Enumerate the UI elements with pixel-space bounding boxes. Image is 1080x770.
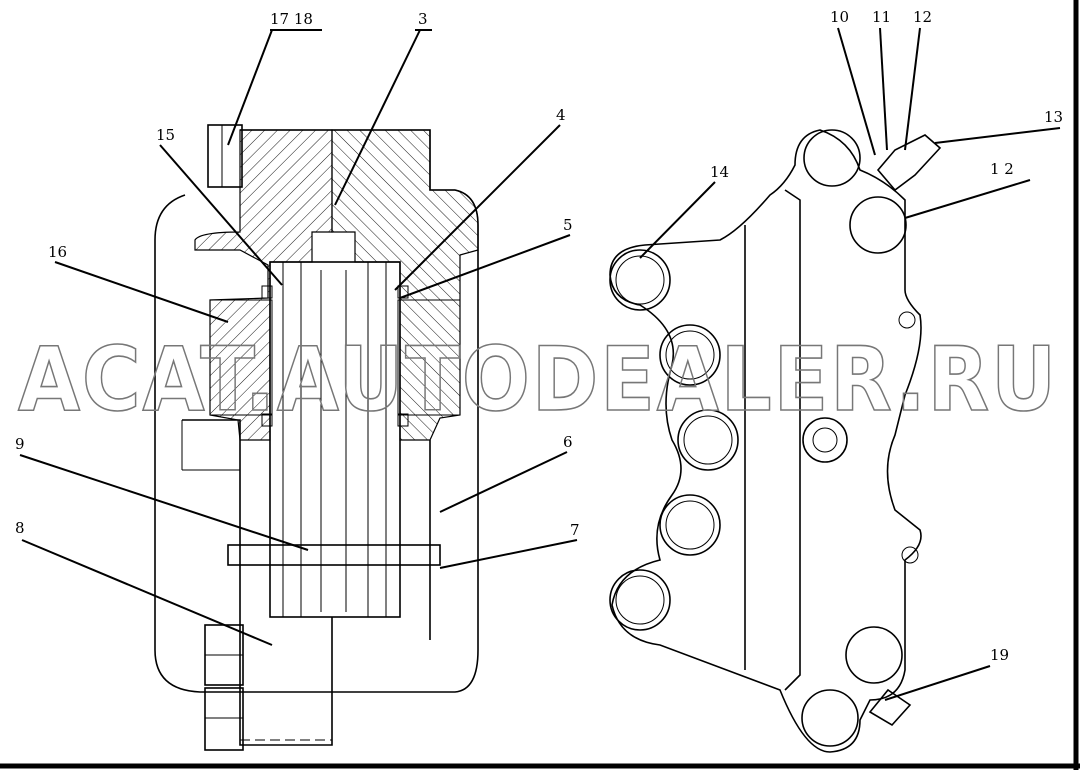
callout-19: 19 — [990, 646, 1009, 664]
callout-1-2: 1 2 — [990, 160, 1014, 178]
watermark-text: ACAT.AUTODEALER.RU — [18, 328, 1058, 431]
callout-8: 8 — [15, 519, 25, 537]
callout-12: 12 — [913, 8, 932, 26]
callout-17-18: 17 18 — [270, 10, 313, 28]
callout-7: 7 — [570, 521, 580, 539]
callout-13: 13 — [1044, 108, 1063, 126]
callout-14: 14 — [710, 163, 729, 181]
callout-3: 3 — [418, 10, 428, 28]
callout-10: 10 — [830, 8, 849, 26]
callout-6: 6 — [563, 433, 573, 451]
side-view — [609, 129, 942, 753]
callout-4: 4 — [556, 106, 566, 124]
callout-labels: 17 18 3 4 5 6 7 8 9 15 16 10 11 12 13 14… — [15, 8, 1063, 664]
callout-16: 16 — [48, 243, 67, 261]
section-view — [154, 124, 479, 751]
leader-lines — [19, 27, 1061, 701]
callout-11: 11 — [872, 8, 891, 26]
callout-9: 9 — [15, 435, 25, 453]
callout-5: 5 — [563, 216, 573, 234]
callout-15: 15 — [156, 126, 175, 144]
